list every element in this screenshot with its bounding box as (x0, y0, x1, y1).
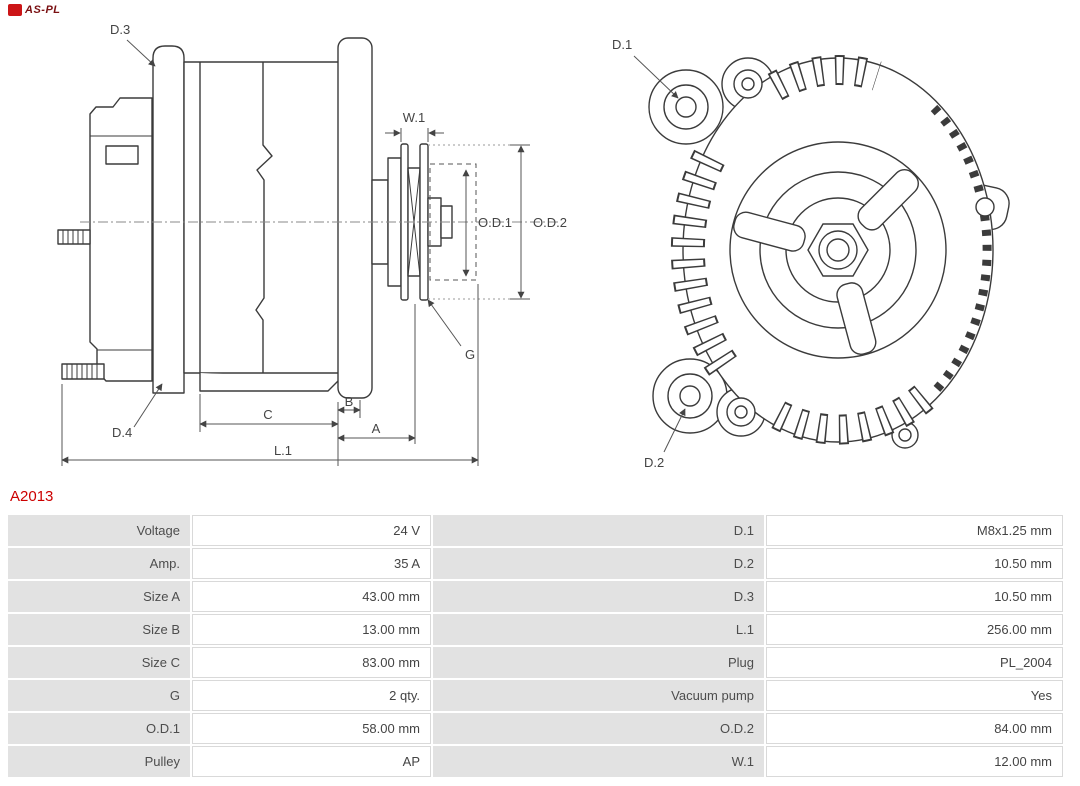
table-row: G 2 qty. Vacuum pump Yes (8, 680, 1080, 711)
spec-value: 58.00 mm (192, 713, 431, 744)
spec-value: 256.00 mm (766, 614, 1063, 645)
spec-label: Voltage (8, 515, 190, 546)
dim-label-od1: O.D.1 (478, 215, 512, 230)
dim-label-b: B (345, 394, 354, 409)
spec-label: Vacuum pump (433, 680, 764, 711)
alternator-drawing: D.3 D.4 W.1 O.D.1 O.D.2 G C B A L.1 (57, 22, 1010, 470)
spec-label: L.1 (433, 614, 764, 645)
technical-drawing-svg: D.3 D.4 W.1 O.D.1 O.D.2 G C B A L.1 (57, 22, 1010, 470)
dim-label-d4: D.4 (112, 425, 132, 440)
spec-label: G (8, 680, 190, 711)
dim-label-g: G (465, 347, 475, 362)
spec-label: Size C (8, 647, 190, 678)
spec-value: M8x1.25 mm (766, 515, 1063, 546)
spec-value: 2 qty. (192, 680, 431, 711)
table-row: Pulley AP W.1 12.00 mm (8, 746, 1080, 777)
spec-label: D.1 (433, 515, 764, 546)
table-row: Amp. 35 A D.2 10.50 mm (8, 548, 1080, 579)
spec-label: Plug (433, 647, 764, 678)
spec-label: O.D.2 (433, 713, 764, 744)
dim-label-c: C (263, 407, 272, 422)
dim-label-w1: W.1 (403, 110, 425, 125)
spec-value: 10.50 mm (766, 581, 1063, 612)
table-row: Size C 83.00 mm Plug PL_2004 (8, 647, 1080, 678)
logo-mark-icon (8, 3, 22, 16)
dim-label-d3: D.3 (110, 22, 130, 37)
spec-value: AP (192, 746, 431, 777)
part-number: A2013 (10, 488, 54, 505)
spec-value: 83.00 mm (192, 647, 431, 678)
dim-label-d2: D.2 (644, 455, 664, 470)
front-view-details (663, 69, 995, 442)
dim-label-d1: D.1 (612, 37, 632, 52)
table-row: Voltage 24 V D.1 M8x1.25 mm (8, 515, 1080, 546)
spec-label: Size A (8, 581, 190, 612)
vent-slots (670, 55, 992, 445)
logo-text: AS-PL (25, 3, 61, 16)
spec-table: Voltage 24 V D.1 M8x1.25 mm Amp. 35 A D.… (8, 515, 1080, 777)
dim-label-od2: O.D.2 (533, 215, 567, 230)
spec-value: Yes (766, 680, 1063, 711)
spec-label: W.1 (433, 746, 764, 777)
front-view-dimensions (633, 55, 686, 453)
spec-value: PL_2004 (766, 647, 1063, 678)
spec-value: 10.50 mm (766, 548, 1063, 579)
spec-value: 13.00 mm (192, 614, 431, 645)
side-view (57, 37, 453, 399)
spec-value: 12.00 mm (766, 746, 1063, 777)
spec-label: Amp. (8, 548, 190, 579)
as-pl-logo: AS-PL (8, 3, 61, 16)
table-row: Size A 43.00 mm D.3 10.50 mm (8, 581, 1080, 612)
spec-label: D.3 (433, 581, 764, 612)
table-row: O.D.1 58.00 mm O.D.2 84.00 mm (8, 713, 1080, 744)
spec-value: 24 V (192, 515, 431, 546)
table-row: Size B 13.00 mm L.1 256.00 mm (8, 614, 1080, 645)
spec-value: 43.00 mm (192, 581, 431, 612)
dim-label-a: A (372, 421, 381, 436)
spec-label: Pulley (8, 746, 190, 777)
spec-label: D.2 (433, 548, 764, 579)
spec-label: O.D.1 (8, 713, 190, 744)
spec-value: 84.00 mm (766, 713, 1063, 744)
dim-label-l1: L.1 (274, 443, 292, 458)
side-view-dimensions (61, 39, 530, 466)
spec-label: Size B (8, 614, 190, 645)
spec-value: 35 A (192, 548, 431, 579)
